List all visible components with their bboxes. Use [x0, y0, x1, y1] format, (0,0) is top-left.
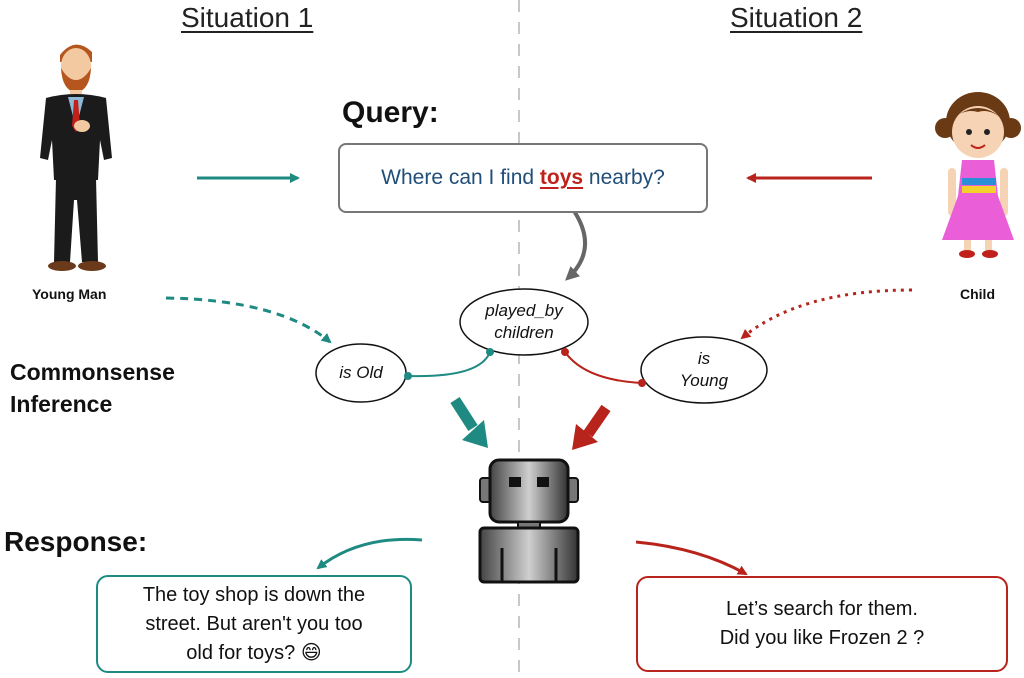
query-text-suffix: nearby? — [583, 166, 665, 189]
is-young-node — [640, 336, 768, 404]
young-man-caption: Young Man — [32, 286, 107, 302]
left-response-line1: The toy shop is down the — [142, 583, 366, 606]
played-by-line2: children — [494, 323, 554, 342]
left-response-line3: old for toys? — [186, 641, 296, 664]
young-man-inference-arrow — [165, 296, 332, 344]
child-illustration — [935, 92, 1021, 258]
left-response-arrow — [316, 537, 423, 570]
old-to-played-by-edge — [407, 351, 491, 378]
played-by-line1: played_by — [485, 301, 563, 320]
right-response-arrow — [635, 540, 748, 576]
right-response-box: Let’s search for them. Did you like Froz… — [636, 576, 1008, 672]
played-by-node-label: played_by children — [460, 289, 588, 355]
played-by-node — [459, 288, 589, 356]
child-caption: Child — [960, 286, 995, 302]
query-box: Where can I find toys nearby? — [338, 143, 708, 213]
grinning-emoji-icon: 😄 — [300, 641, 322, 664]
is-young-line1: is — [697, 349, 711, 368]
commonsense-inference-label: Commonsense Inference — [10, 356, 175, 420]
teal-thick-arrow — [450, 397, 488, 448]
left-response-line2: street. But aren't you too — [145, 612, 363, 635]
left-response-box: The toy shop is down the street. But are… — [96, 575, 412, 673]
toys-to-played-by-arrow — [565, 206, 587, 281]
young-man-illustration — [40, 44, 112, 271]
right-response-line1: Let’s search for them. — [726, 598, 918, 620]
query-text-prefix: Where can I find — [381, 166, 540, 189]
commonsense-inference-line2: Inference — [10, 391, 113, 417]
query-label: Query: — [342, 96, 439, 129]
is-young-node-label: is Young — [641, 337, 767, 403]
commonsense-inference-line1: Commonsense — [10, 359, 175, 385]
child-inference-arrow — [740, 288, 913, 340]
robot-icon — [478, 458, 580, 584]
situation-1-heading: Situation 1 — [181, 2, 314, 33]
query-highlight-toys: toys — [539, 166, 584, 189]
situation-2-heading: Situation 2 — [730, 2, 863, 33]
played-by-to-young-edge — [564, 351, 643, 384]
red-thick-arrow — [572, 404, 611, 450]
is-young-line2: Young — [679, 371, 729, 390]
response-label: Response: — [4, 526, 148, 557]
is-old-node-label: is Old — [339, 363, 383, 382]
right-response-line2: Did you like Frozen 2 ? — [719, 627, 925, 649]
